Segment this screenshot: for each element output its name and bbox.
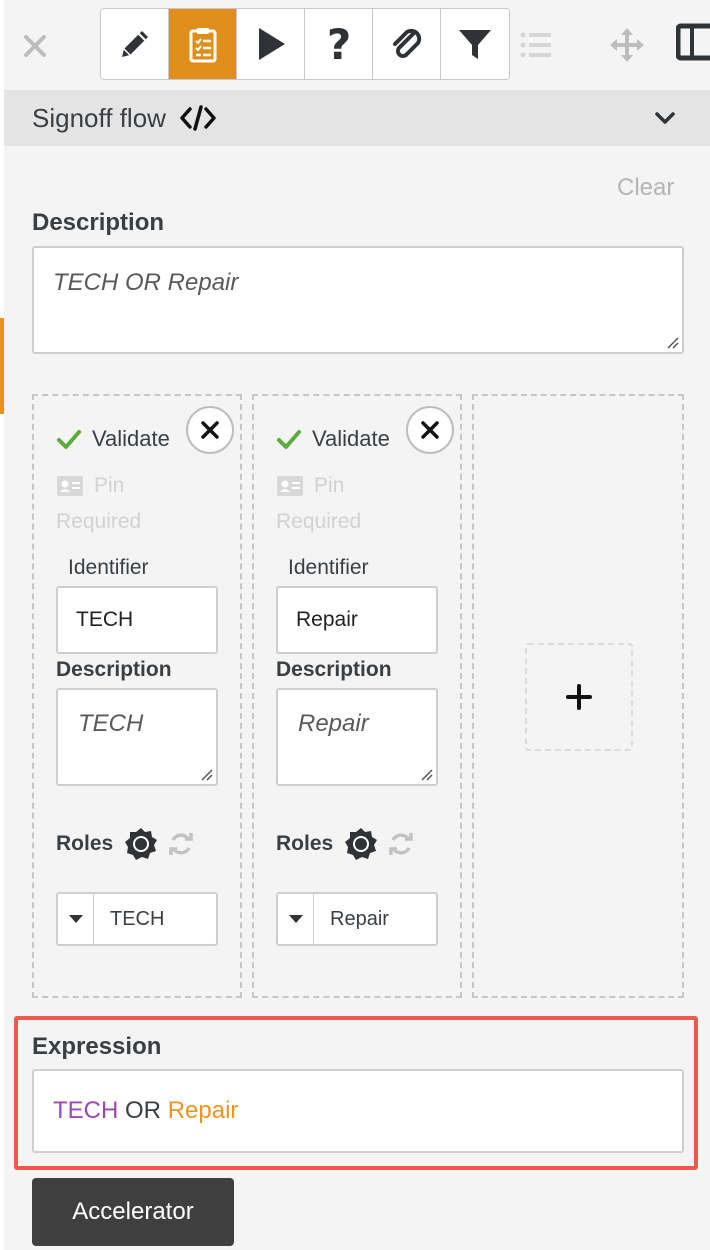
description-textarea[interactable]: TECH OR Repair: [32, 246, 684, 354]
chevron-down-icon[interactable]: [654, 108, 676, 128]
remove-signoff-button[interactable]: [186, 406, 234, 454]
identifier-input[interactable]: TECH: [56, 586, 218, 654]
caret-down-icon: [288, 915, 303, 923]
resize-grip-icon[interactable]: [199, 767, 213, 781]
code-icon[interactable]: [180, 105, 216, 131]
expression-operator: OR: [125, 1097, 162, 1124]
roles-row: Roles: [56, 826, 195, 862]
identifier-value: Repair: [296, 608, 358, 631]
check-icon: [277, 430, 301, 449]
layout-icon[interactable]: [676, 22, 710, 62]
pin-required-toggle[interactable]: Pin: [276, 474, 344, 498]
roles-row: Roles: [276, 826, 415, 862]
filter-tool-button[interactable]: [441, 9, 509, 79]
check-icon: [57, 430, 81, 449]
resize-grip-icon[interactable]: [665, 335, 679, 349]
add-signoff-button[interactable]: [525, 643, 633, 751]
top-toolbar: ?: [4, 0, 710, 90]
caret-down-icon: [68, 915, 83, 923]
signoff-description-label: Description: [56, 658, 172, 681]
resize-grip-icon[interactable]: [419, 767, 433, 781]
add-signoff-card: [472, 394, 684, 998]
paperclip-icon: [392, 28, 421, 58]
signoff-tool-button[interactable]: [169, 9, 237, 79]
identifier-label: Identifier: [68, 556, 149, 579]
plus-icon: [566, 684, 592, 710]
required-label: Required: [276, 510, 362, 533]
role-dropdown-toggle[interactable]: [278, 894, 314, 944]
run-tool-button[interactable]: [237, 9, 305, 79]
clear-link[interactable]: Clear: [617, 174, 675, 201]
pin-label: Pin: [94, 474, 125, 497]
validate-label: Validate: [312, 426, 390, 451]
remove-signoff-button[interactable]: [406, 406, 454, 454]
signoff-description-label: Description: [276, 658, 392, 681]
play-icon: [258, 28, 285, 60]
signoff-description-textarea[interactable]: Repair: [276, 688, 438, 786]
id-card-icon: [277, 476, 303, 496]
expression-token-repair: Repair: [167, 1097, 239, 1124]
validate-row[interactable]: Validate: [276, 426, 390, 452]
expression-label: Expression: [32, 1033, 162, 1060]
role-select[interactable]: TECH: [56, 892, 218, 946]
section-title: Signoff flow: [32, 102, 166, 133]
validate-label: Validate: [92, 426, 170, 451]
close-icon[interactable]: [22, 30, 48, 60]
left-accent-tab[interactable]: [0, 318, 4, 414]
description-text: TECH OR Repair: [53, 269, 239, 296]
close-icon: [421, 421, 439, 439]
edit-tool-button[interactable]: [101, 9, 169, 79]
description-label: Description: [32, 209, 165, 236]
attach-tool-button[interactable]: [373, 9, 441, 79]
roles-label: Roles: [276, 832, 334, 855]
roles-label: Roles: [56, 832, 114, 855]
svg-text:?: ?: [326, 24, 350, 64]
move-icon[interactable]: [608, 26, 646, 64]
refresh-icon[interactable]: [167, 830, 195, 858]
role-value: TECH: [110, 907, 165, 930]
required-label: Required: [56, 510, 142, 533]
role-value: Repair: [330, 907, 389, 930]
signoff-description-textarea[interactable]: TECH: [56, 688, 218, 786]
clipboard-checklist-icon: [189, 28, 216, 63]
refresh-icon[interactable]: [387, 830, 415, 858]
signoff-card: Validate Pin Required Identifier Repair …: [252, 394, 462, 998]
role-select[interactable]: Repair: [276, 892, 438, 946]
badge-icon[interactable]: [343, 826, 379, 862]
funnel-icon: [459, 30, 491, 59]
signoff-description-text: TECH: [78, 710, 144, 737]
section-header[interactable]: Signoff flow: [4, 90, 710, 146]
question-icon: ?: [326, 24, 350, 64]
expression-highlight-frame: [14, 1016, 698, 1170]
identifier-label: Identifier: [288, 556, 369, 579]
badge-icon[interactable]: [123, 826, 159, 862]
validate-row[interactable]: Validate: [56, 426, 170, 452]
role-dropdown-toggle[interactable]: [58, 894, 94, 944]
id-card-icon: [57, 476, 83, 496]
help-tool-button[interactable]: ?: [305, 9, 373, 79]
identifier-input[interactable]: Repair: [276, 586, 438, 654]
close-icon: [201, 421, 219, 439]
identifier-value: TECH: [76, 608, 134, 631]
pin-label: Pin: [314, 474, 345, 497]
tool-group: ?: [100, 8, 510, 80]
pencil-icon: [121, 31, 148, 57]
expression-token-tech: TECH: [53, 1097, 119, 1124]
signoff-card: Validate Pin Required Identifier TECH De…: [32, 394, 242, 998]
pin-required-toggle[interactable]: Pin: [56, 474, 124, 498]
signoff-description-text: Repair: [298, 710, 369, 737]
accelerator-button[interactable]: Accelerator: [32, 1178, 234, 1246]
left-rail: [0, 0, 4, 1250]
list-icon[interactable]: [518, 28, 554, 62]
expression-field[interactable]: TECH OR Repair: [32, 1069, 684, 1153]
